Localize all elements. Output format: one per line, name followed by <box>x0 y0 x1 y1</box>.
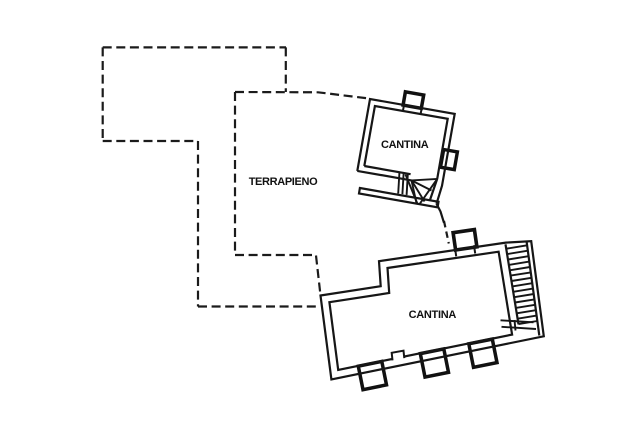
svg-text:TERRAPIENO: TERRAPIENO <box>249 176 318 188</box>
svg-text:CANTINA: CANTINA <box>409 309 457 321</box>
svg-text:CANTINA: CANTINA <box>381 139 429 151</box>
